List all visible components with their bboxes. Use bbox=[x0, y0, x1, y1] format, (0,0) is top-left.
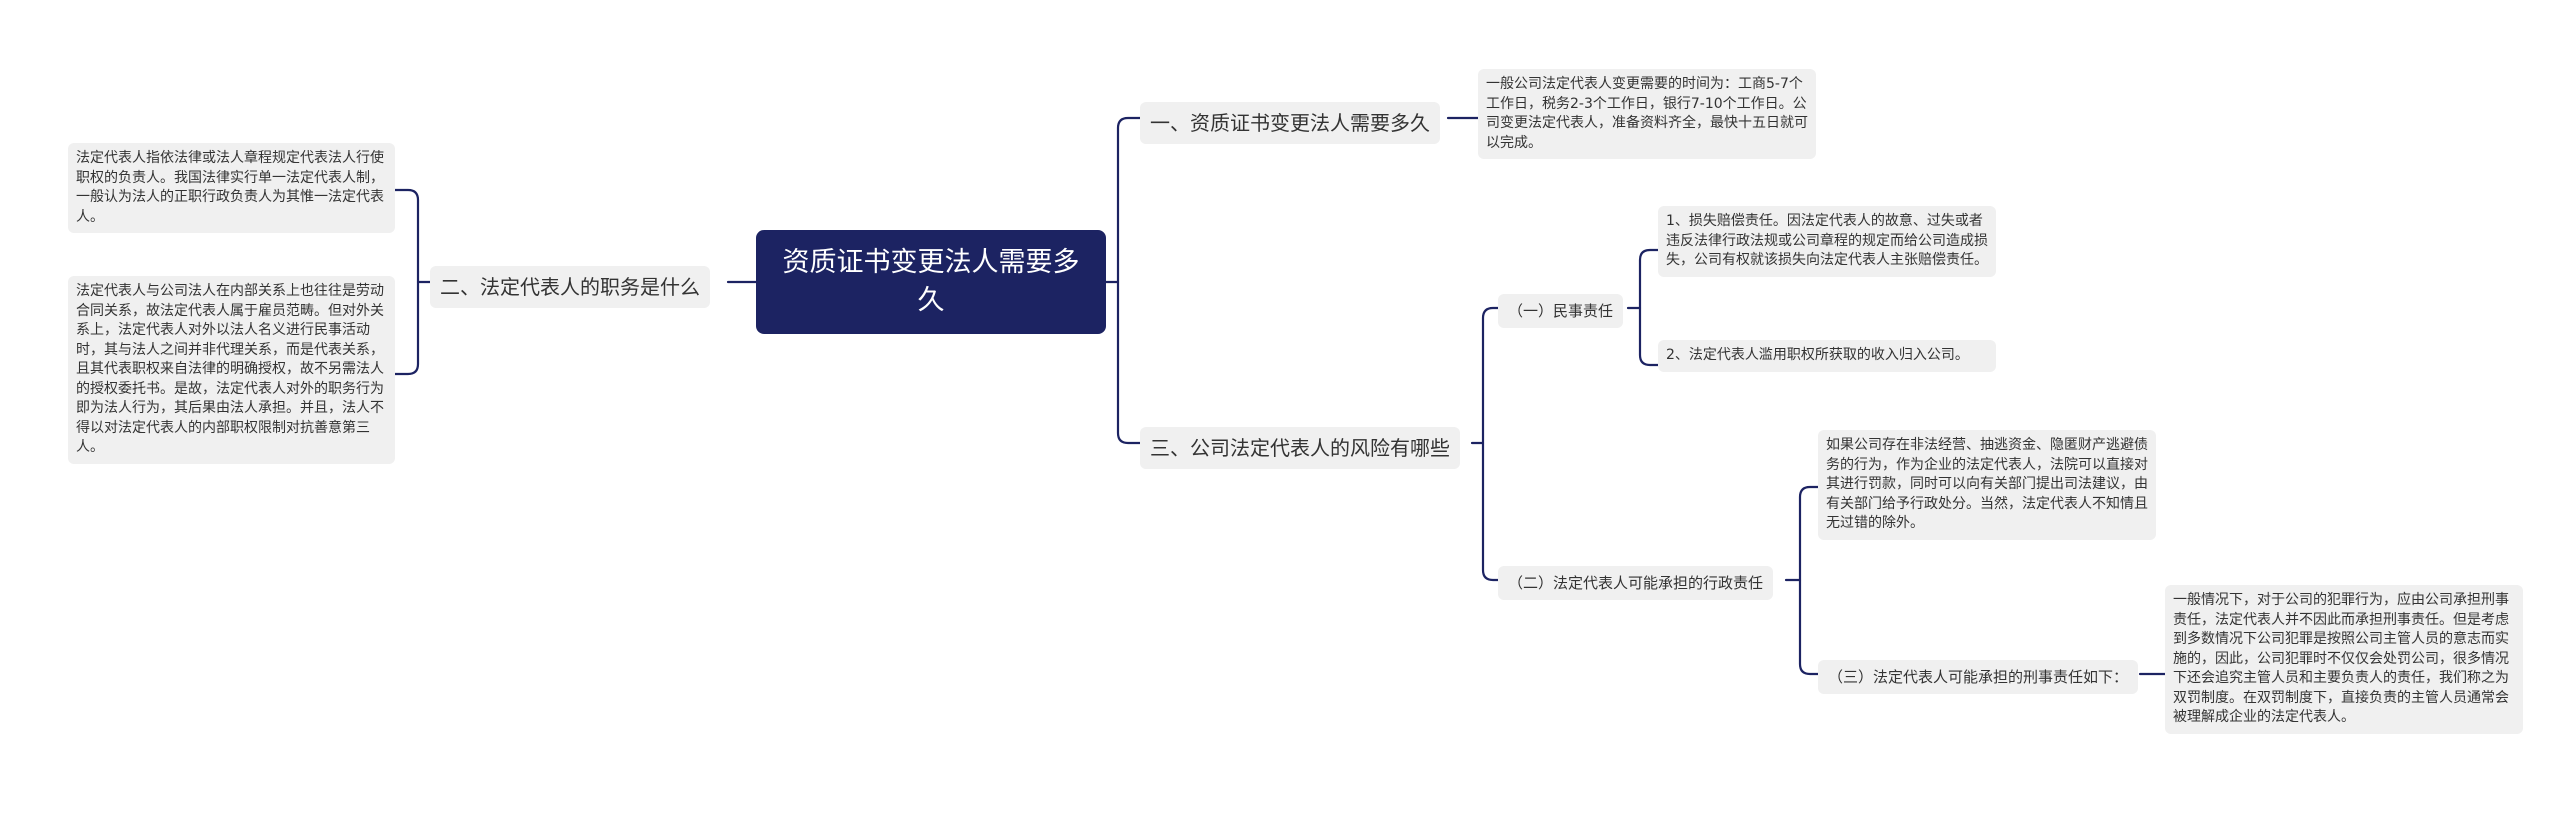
branch-label: 三、公司法定代表人的风险有哪些 bbox=[1150, 436, 1450, 460]
branch-label: 一、资质证书变更法人需要多久 bbox=[1150, 111, 1430, 135]
sub-branch-criminal-liability[interactable]: （三）法定代表人可能承担的刑事责任如下： bbox=[1818, 660, 2139, 694]
root-node[interactable]: 资质证书变更法人需要多久 bbox=[756, 230, 1106, 334]
sub-branch-administrative-liability[interactable]: （二）法定代表人可能承担的行政责任 bbox=[1498, 566, 1774, 600]
leaf-legal-rep-relationship: 法定代表人与公司法人在内部关系上也往往是劳动合同关系，故法定代表人属于雇员范畴。… bbox=[68, 276, 395, 464]
leaf-administrative-detail: 如果公司存在非法经营、抽逃资金、隐匿财产逃避债务的行为，作为企业的法定代表人，法… bbox=[1818, 430, 2156, 540]
leaf-civil-abuse-income: 2、法定代表人滥用职权所获取的收入归入公司。 bbox=[1658, 340, 1996, 372]
branch-label: 二、法定代表人的职务是什么 bbox=[440, 275, 700, 299]
leaf-civil-compensation: 1、损失赔偿责任。因法定代表人的故意、过失或者违反法律行政法规或公司章程的规定而… bbox=[1658, 206, 1996, 277]
sub-branch-civil-liability[interactable]: （一）民事责任 bbox=[1498, 294, 1624, 328]
root-title: 资质证书变更法人需要多久 bbox=[782, 247, 1080, 316]
leaf-criminal-detail: 一般情况下，对于公司的犯罪行为，应由公司承担刑事责任，法定代表人并不因此而承担刑… bbox=[2165, 585, 2523, 734]
branch-legal-rep-duties[interactable]: 二、法定代表人的职务是什么 bbox=[430, 266, 710, 308]
leaf-change-duration-detail: 一般公司法定代表人变更需要的时间为：工商5-7个工作日，税务2-3个工作日，银行… bbox=[1478, 69, 1816, 159]
leaf-legal-rep-definition: 法定代表人指依法律或法人章程规定代表法人行使职权的负责人。我国法律实行单一法定代… bbox=[68, 143, 395, 233]
branch-legal-rep-risks[interactable]: 三、公司法定代表人的风险有哪些 bbox=[1140, 427, 1460, 469]
branch-change-duration[interactable]: 一、资质证书变更法人需要多久 bbox=[1140, 102, 1440, 144]
